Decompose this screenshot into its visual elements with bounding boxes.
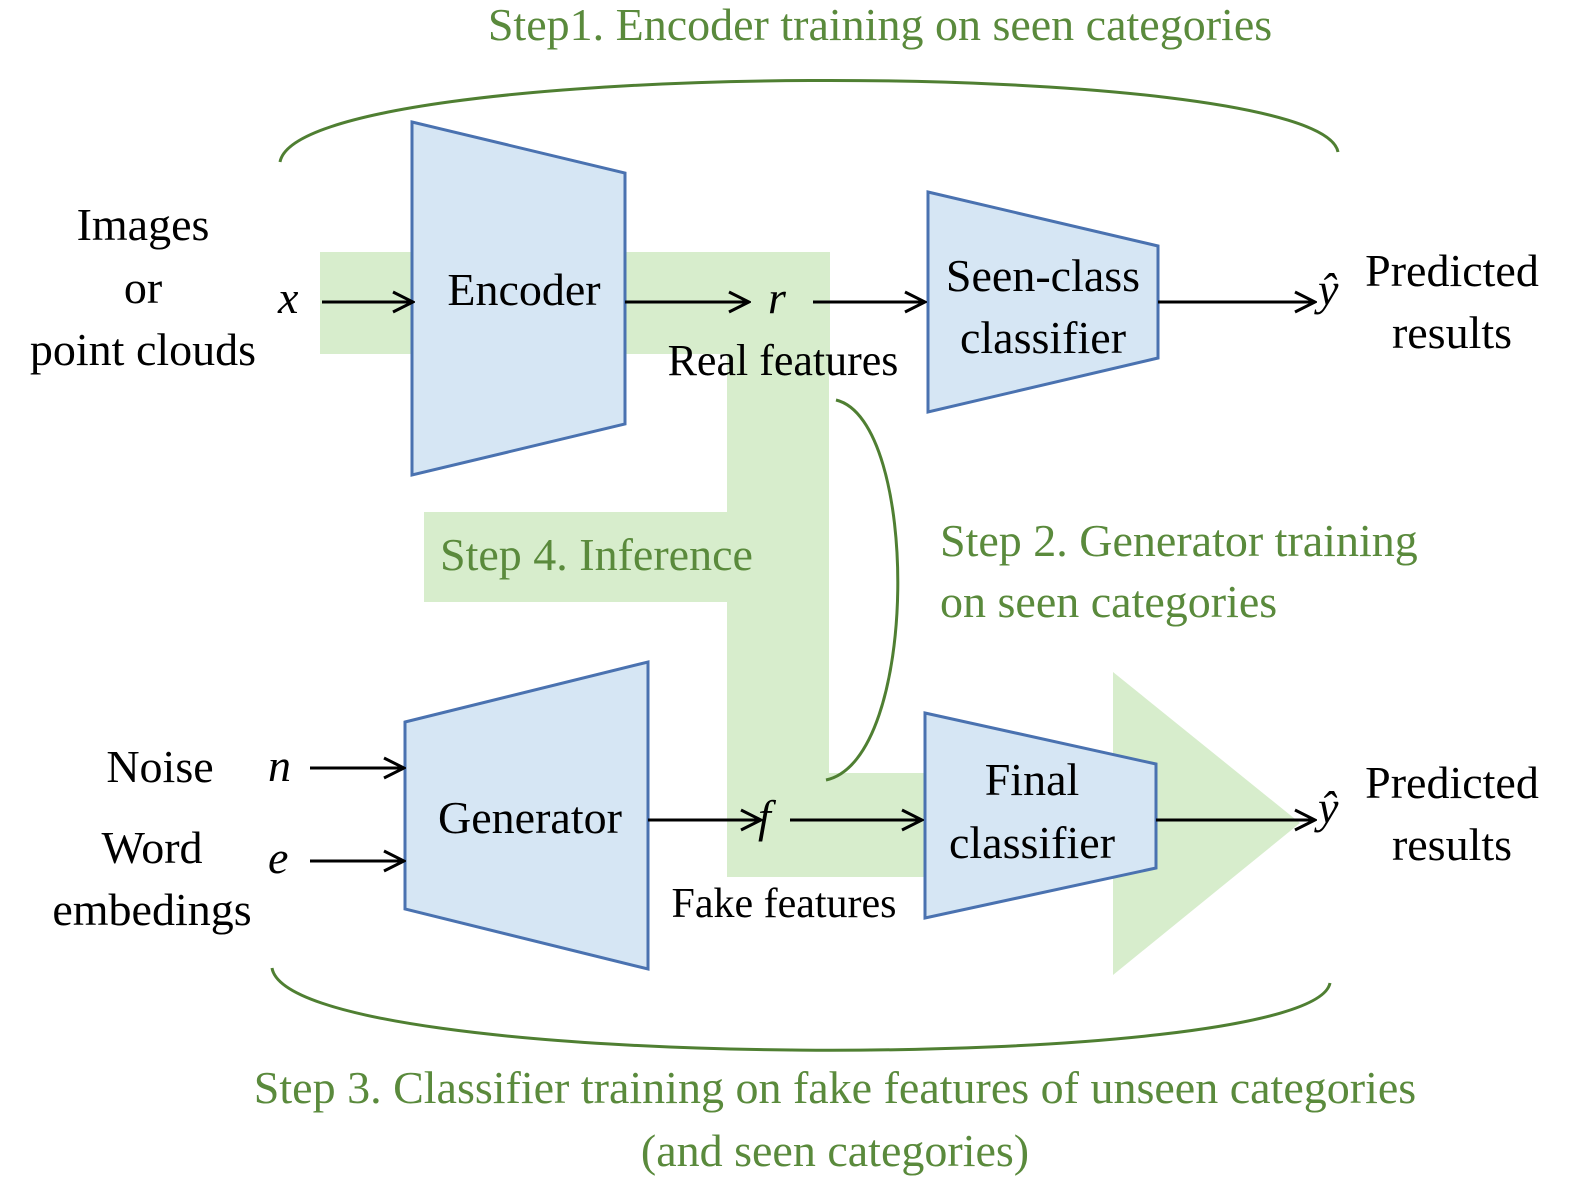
input-images-line2: or: [124, 262, 162, 313]
input-noise: Noise: [106, 741, 213, 792]
step2-bracket: [825, 398, 900, 782]
generator-block: [403, 660, 650, 971]
step3-bracket: [270, 967, 1332, 1052]
output-bottom-line2: results: [1392, 819, 1512, 870]
var-y-hat-top: ŷ: [1314, 264, 1339, 315]
output-top-line2: results: [1392, 307, 1512, 358]
generator-label: Generator: [438, 792, 622, 843]
output-top-line1: Predicted: [1365, 245, 1539, 296]
encoder-label: Encoder: [447, 264, 600, 315]
output-bottom-line1: Predicted: [1365, 757, 1539, 808]
var-r: r: [768, 272, 787, 323]
step1-bracket: [278, 79, 1340, 163]
encoder-block: [410, 120, 627, 477]
step1-label: Step1. Encoder training on seen categori…: [488, 0, 1272, 50]
arrows: [310, 302, 1314, 861]
step2-label-line1: Step 2. Generator training: [940, 515, 1418, 566]
input-images-line3: point clouds: [30, 324, 256, 375]
seen-class-classifier-block: [926, 190, 1160, 414]
step4-label: Step 4. Inference: [440, 529, 753, 580]
input-images-line1: Images: [77, 199, 210, 250]
fake-features-label: Fake features: [671, 881, 896, 927]
var-y-hat-bottom: ŷ: [1314, 782, 1339, 833]
var-n: n: [268, 740, 291, 791]
var-e: e: [268, 832, 288, 883]
input-word-line2: embedings: [52, 884, 251, 935]
input-word-line1: Word: [101, 822, 202, 873]
var-x: x: [277, 272, 299, 323]
step2-label-line2: on seen categories: [940, 576, 1277, 627]
step3-label-line1: Step 3. Classifier training on fake feat…: [254, 1062, 1416, 1113]
final-classifier-label-line2: classifier: [949, 817, 1115, 868]
seen-classifier-label-line1: Seen-class: [946, 250, 1140, 301]
seen-classifier-label-line2: classifier: [960, 312, 1126, 363]
final-classifier-block: [923, 711, 1158, 920]
final-classifier-label-line1: Final: [985, 754, 1080, 805]
real-features-label: Real features: [668, 336, 899, 385]
step3-label-line2: (and seen categories): [641, 1125, 1029, 1176]
